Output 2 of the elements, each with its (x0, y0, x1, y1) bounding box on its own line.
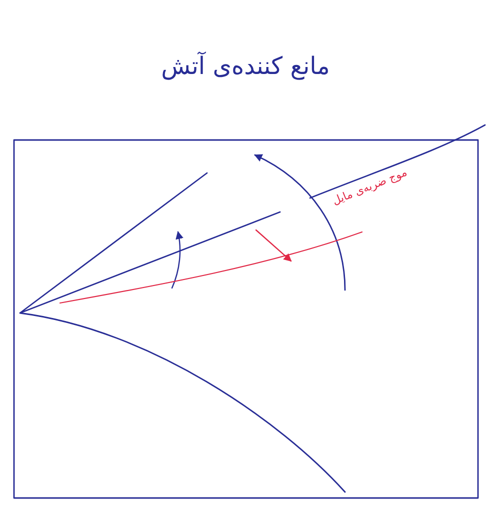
title: مانع کننده‌ی آتش (160, 52, 331, 80)
label: موج ضربه‌ی مایل (330, 166, 409, 208)
